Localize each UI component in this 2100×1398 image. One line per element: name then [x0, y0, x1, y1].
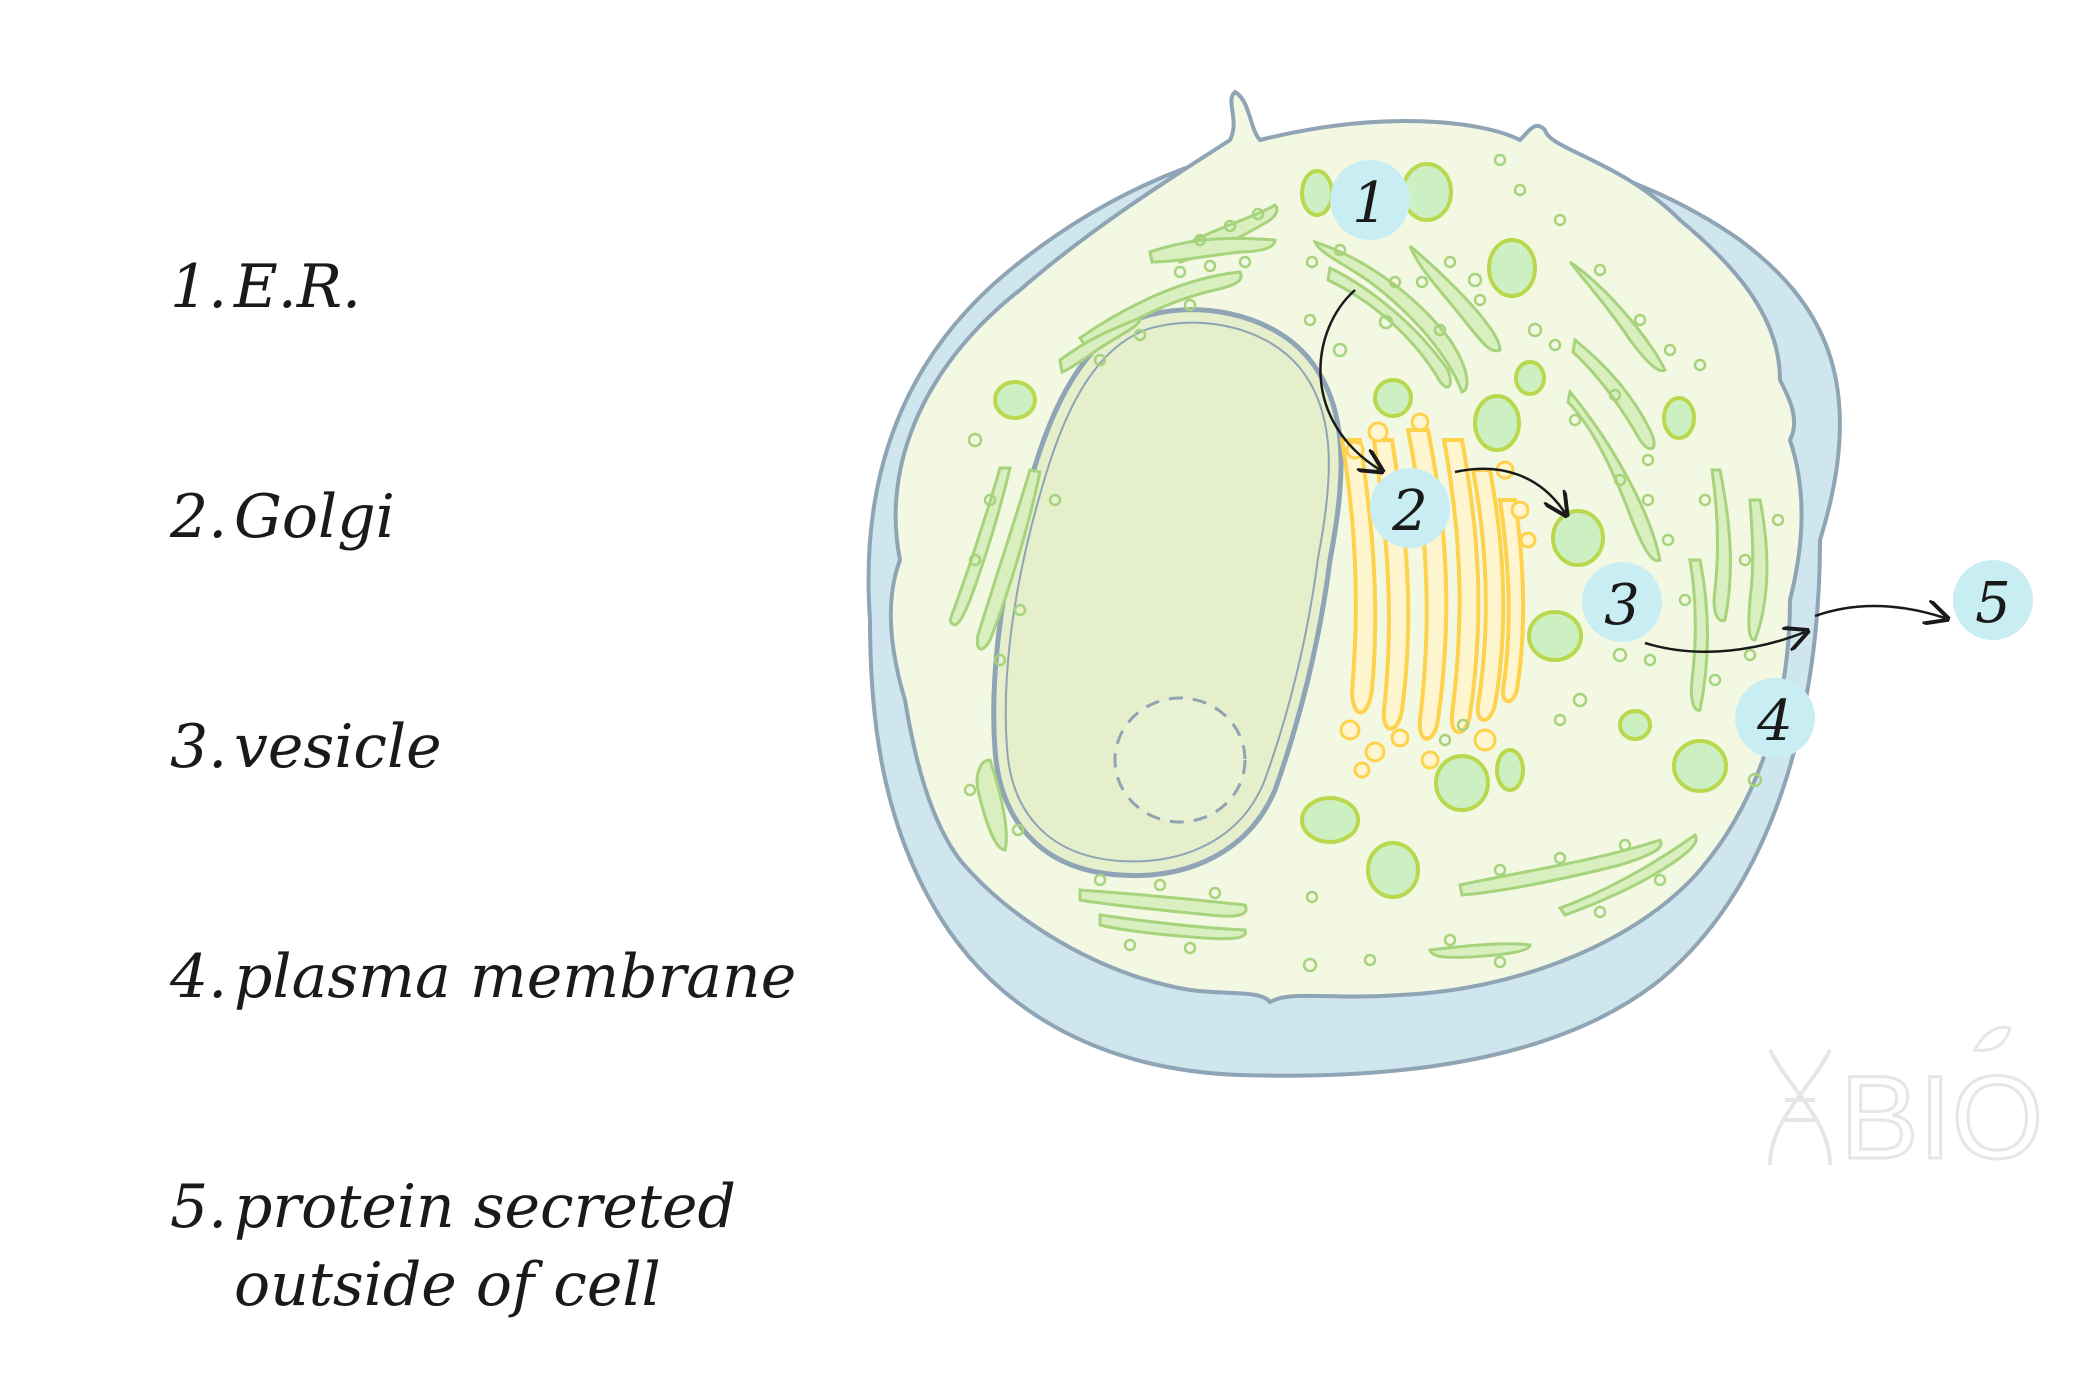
- marker-2-label: 2: [1391, 479, 1428, 544]
- legend-item-er: 1.E.R.: [170, 170, 890, 326]
- legend: 1.E.R. 2.Golgi 3.vesicle 4.plasma membra…: [170, 170, 890, 1398]
- legend-item-plasma-membrane: 4.plasma membrane: [170, 860, 890, 1016]
- legend-label: Golgi: [234, 482, 395, 552]
- legend-number: 3.: [170, 712, 228, 782]
- arrow-vesicle-to-membrane: [1644, 632, 1805, 653]
- legend-number: 4.: [170, 942, 228, 1012]
- leaf-icon: [1972, 1025, 2012, 1052]
- watermark-logo: BIO: [1768, 1025, 2045, 1186]
- legend-item-golgi: 2.Golgi: [170, 400, 890, 556]
- small-vesicle-dots: [967, 153, 1763, 973]
- marker-1: 1: [1330, 160, 1410, 240]
- arrow-er-to-golgi: [1319, 289, 1380, 470]
- legend-label: vesicle: [234, 712, 442, 782]
- legend-label: E.R.: [234, 252, 362, 322]
- marker-3-label: 3: [1604, 573, 1640, 638]
- dna-x-icon: [1768, 1049, 1832, 1166]
- legend-number: 2.: [170, 482, 228, 552]
- cell-diagram: 1 2 3 4 5 BIO: [866, 89, 2045, 1186]
- marker-5-label: 5: [1975, 571, 2011, 636]
- marker-4: 4: [1735, 678, 1815, 758]
- marker-2: 2: [1370, 468, 1450, 548]
- marker-1-label: 1: [1352, 171, 1388, 236]
- arrow-golgi-to-vesicle: [1454, 467, 1565, 513]
- marker-4-label: 4: [1756, 689, 1793, 754]
- legend-label: protein secreted outside of cell: [234, 1172, 736, 1320]
- rough-er: [948, 203, 1769, 959]
- legend-number: 1.: [170, 252, 228, 322]
- legend-number: 5.: [170, 1172, 228, 1242]
- logo-text: BIO: [1840, 1052, 2043, 1184]
- nucleus-inner-line: [1004, 321, 1330, 863]
- cell-illustration: 1 2 3 4 5 BIO: [866, 89, 2045, 1186]
- legend-label: plasma membrane: [234, 942, 797, 1012]
- er-ribosome-dots: [963, 207, 1785, 969]
- vesicles: [993, 162, 1728, 899]
- arrow-membrane-to-outside: [1814, 606, 1945, 618]
- nucleolus: [1113, 696, 1247, 824]
- marker-5: 5: [1953, 560, 2033, 640]
- pathway-arrows: [1319, 289, 1945, 653]
- marker-3: 3: [1582, 562, 1662, 642]
- legend-item-protein-secreted: 5.protein secreted outside of cell: [170, 1090, 890, 1324]
- legend-item-vesicle: 3.vesicle: [170, 630, 890, 786]
